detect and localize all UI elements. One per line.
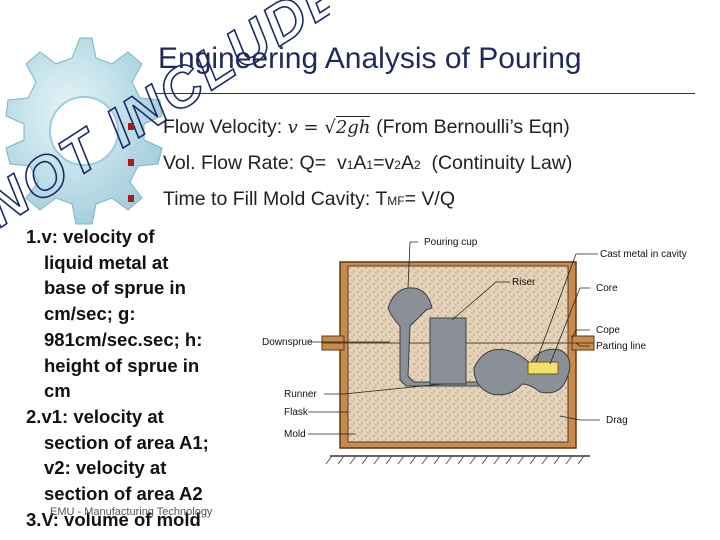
casting-diagram: Pouring cup Cast metal in cavity Riser C…	[262, 237, 687, 465]
formula-v: v	[287, 117, 298, 138]
bullet-marker	[128, 159, 134, 166]
note-1: 1.v: velocity of liquid metal at base of…	[26, 226, 203, 402]
label-core: Core	[596, 283, 618, 294]
cast-metal	[387, 287, 571, 396]
footer-text: EMU - Manufacturing Technology	[50, 506, 213, 518]
bullet-label: Flow Velocity:	[163, 116, 283, 138]
note-3: 3.V: volume of mold	[26, 508, 201, 530]
page-title: Engineering Analysis of Pouring	[158, 42, 582, 75]
formula-equals: =	[303, 117, 319, 138]
label-downsprue: Downsprue	[262, 337, 313, 348]
bullet-label: Vol. Flow Rate: Q=	[163, 152, 327, 174]
label-riser: Riser	[512, 277, 536, 288]
formula-radicand: 2gh	[335, 116, 371, 138]
gear-icon	[5, 37, 163, 225]
note-2: 2.v1: velocity at section of area A1; v2…	[26, 405, 209, 505]
label-runner: Runner	[284, 389, 317, 400]
bullet-label: Time to Fill Mold Cavity: T	[163, 188, 388, 210]
continuity-formula: v1A1=v2A2	[336, 152, 421, 174]
label-cope: Cope	[596, 325, 620, 336]
sqrt-sign: √	[324, 117, 336, 138]
bullet-suffix: (Continuity Law)	[431, 152, 573, 174]
variable-notes: 1.v: velocity of liquid metal at base of…	[26, 224, 266, 532]
label-parting-line: Parting line	[596, 341, 646, 352]
subscript: MF	[387, 194, 405, 208]
ground	[325, 455, 590, 465]
bullet-suffix: (From Bernoulli’s Eqn)	[376, 116, 570, 138]
bullet-marker	[128, 123, 134, 130]
bullet-suffix: = V/Q	[404, 188, 456, 210]
label-drag: Drag	[606, 415, 628, 426]
bullet-marker	[128, 195, 134, 202]
velocity-formula: v = √2gh	[288, 116, 377, 138]
label-mold: Mold	[284, 429, 306, 440]
core	[527, 361, 559, 375]
leader-lines	[308, 241, 600, 435]
title-divider	[155, 93, 695, 94]
label-cast-metal: Cast metal in cavity	[600, 249, 687, 260]
label-flask: Flask	[284, 407, 309, 418]
label-pouring-cup: Pouring cup	[424, 237, 478, 248]
